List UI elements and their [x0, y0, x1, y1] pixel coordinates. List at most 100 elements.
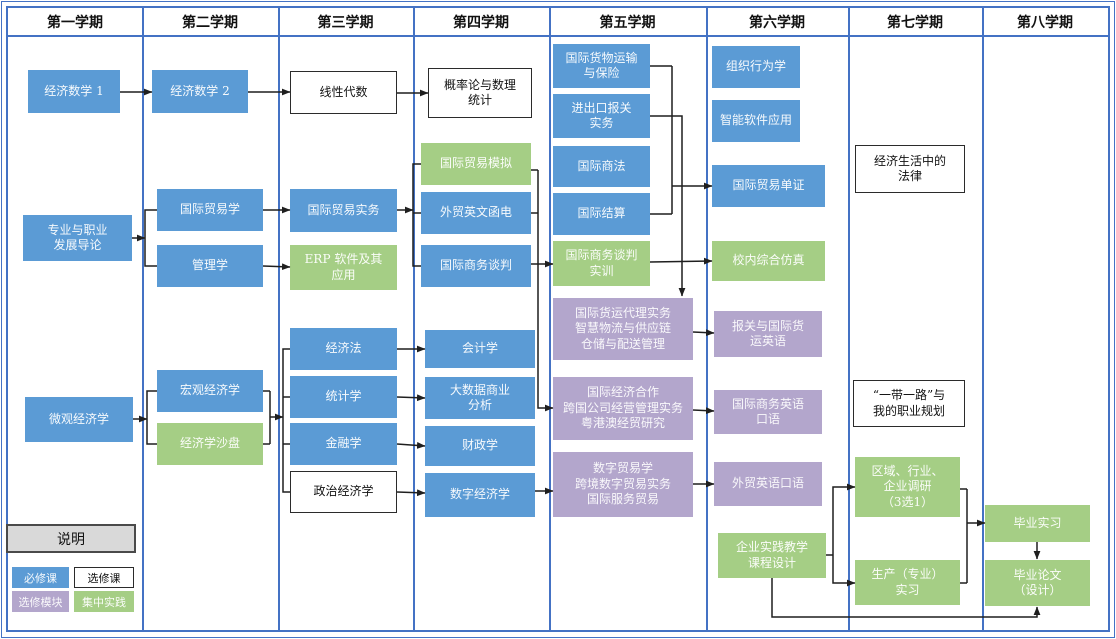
- course-label: 会计学: [461, 341, 498, 356]
- law-in-economic-life-course-box: 经济生活中的法律: [855, 145, 965, 193]
- semester-header-4: 第四学期: [453, 15, 509, 31]
- course-label: 企业调研: [883, 479, 932, 494]
- enterprise-practice-design-course-box: 企业实践教学课程设计: [718, 533, 826, 578]
- production-internship-course-box: 生产（专业）实习: [855, 560, 960, 605]
- edge-management-to-erp-software: [262, 263, 291, 271]
- course-label: 企业实践教学: [735, 540, 808, 555]
- course-label: 概率论与数理: [443, 77, 516, 92]
- course-label: 课程设计: [747, 555, 796, 570]
- course-label: 国际商务英语: [731, 396, 804, 411]
- course-label: 仓储与配送管理: [580, 336, 665, 351]
- macroeconomics-course-box: 宏观经济学: [157, 370, 263, 412]
- course-label: 生产（专业）: [871, 567, 944, 582]
- customs-freight-english-course-box: 报关与国际货运英语: [714, 311, 822, 357]
- probability-stats-course-box: 概率论与数理统计: [428, 68, 532, 118]
- intl-cargo-transport-insurance-course-box: 国际货物运输与保险: [553, 44, 650, 88]
- course-label: 微观经济学: [48, 411, 109, 426]
- course-label: 数字经济学: [449, 487, 510, 502]
- course-label: 国际贸易实务: [307, 202, 380, 217]
- legend-title: 说明: [6, 524, 136, 553]
- column-divider: [982, 8, 984, 630]
- business-english-speaking-course-box: 国际商务英语口语: [714, 390, 822, 434]
- course-label: 财政学: [461, 438, 498, 453]
- course-label: 组织行为学: [725, 59, 786, 74]
- course-label: 毕业论文: [1013, 567, 1062, 582]
- negotiation-training-course-box: 国际商务谈判实训: [553, 241, 650, 286]
- edge-negotiation-training-to-campus-simulation: [649, 257, 713, 265]
- course-label: 国际货运代理实务: [574, 305, 671, 320]
- big-data-business-analysis-course-box: 大数据商业分析: [425, 377, 535, 419]
- edge-finance-to-public-finance: [396, 442, 426, 449]
- field-research-course-box: 区域、行业、企业调研（3选1）: [855, 457, 960, 517]
- statistics-course-box: 统计学: [290, 376, 397, 418]
- course-label: 应用: [331, 267, 356, 282]
- course-label: 国际商法: [577, 158, 626, 173]
- intl-commercial-law-course-box: 国际商法: [553, 146, 650, 187]
- finance-course-box: 金融学: [290, 423, 397, 465]
- trade-english-speaking-course-box: 外贸英语口语: [714, 462, 822, 506]
- edge-statistics-to-big-data-business-analysis: [396, 394, 426, 402]
- column-divider: [142, 8, 144, 630]
- course-label: 线性代数: [319, 84, 368, 99]
- course-label: 国际结算: [577, 206, 626, 221]
- legend-item-required: 必修课: [12, 567, 69, 588]
- major-career-intro-course-box: 专业与职业发展导论: [23, 215, 132, 261]
- accounting-course-box: 会计学: [425, 330, 535, 368]
- course-label: 毕业实习: [1013, 515, 1062, 530]
- column-divider: [706, 8, 708, 630]
- edge-import-export-customs-to-freight-module: [650, 115, 686, 297]
- course-label: 跨国公司经营管理实务: [562, 400, 683, 415]
- course-label: 分析: [467, 398, 492, 412]
- edge-intl-econ-cooperation-module-to-business-english-speaking: [692, 407, 715, 415]
- course-label: 进出口报关: [571, 100, 632, 115]
- intl-settlement-course-box: 国际结算: [553, 193, 650, 235]
- course-label: 外贸英文函电: [439, 205, 512, 220]
- import-export-customs-course-box: 进出口报关实务: [553, 94, 650, 138]
- edge-political-economy-to-digital-economics: [396, 489, 426, 497]
- course-label: 跨境数字贸易实务: [574, 476, 671, 491]
- belt-road-career-planning-course-box: “一带一路”与我的职业规划: [853, 380, 965, 427]
- course-label: 国际商务谈判: [439, 258, 512, 273]
- course-label: 经济数学 2: [170, 83, 230, 98]
- course-label: 管理学: [191, 258, 228, 273]
- column-divider: [413, 8, 415, 630]
- campus-simulation-course-box: 校内综合仿真: [712, 241, 825, 281]
- course-label: 国际货物运输: [565, 50, 638, 65]
- intelligent-software-course-box: 智能软件应用: [712, 100, 800, 142]
- public-finance-course-box: 财政学: [425, 426, 535, 466]
- edge-merge-to-intl-econ-cooperation-module: [537, 170, 554, 412]
- column-divider: [278, 8, 280, 630]
- course-label: 我的职业规划: [872, 403, 945, 418]
- course-label: 实训: [589, 263, 614, 278]
- course-label: 经济法: [325, 341, 362, 356]
- econ-math-1-course-box: 经济数学 1: [28, 70, 120, 113]
- freight-module-course-box: 国际货运代理实务智慧物流与供应链仓储与配送管理: [553, 298, 693, 360]
- econ-sandbox-course-box: 经济学沙盘: [157, 423, 263, 465]
- erp-software-course-box: ERP 软件及其应用: [290, 245, 397, 290]
- course-label: 金融学: [325, 436, 362, 451]
- graduation-internship-course-box: 毕业实习: [985, 505, 1090, 542]
- course-label: 智慧物流与供应链: [574, 321, 671, 336]
- intl-trade-simulation-course-box: 国际贸易模拟: [421, 143, 531, 185]
- header-divider: [8, 35, 1108, 37]
- political-economy-course-box: 政治经济学: [290, 471, 397, 513]
- intl-econ-cooperation-module-course-box: 国际经济合作跨国公司经营管理实务粤港澳经贸研究: [553, 377, 693, 440]
- column-divider: [549, 8, 551, 630]
- course-label: 经济学沙盘: [179, 436, 240, 451]
- edge-enterprise-practice-design-to-graduation-thesis: [771, 578, 1041, 618]
- course-label: 统计: [467, 93, 492, 107]
- course-label: 国际贸易单证: [732, 178, 805, 193]
- digital-economics-course-box: 数字经济学: [425, 473, 535, 517]
- course-label: 与保险: [583, 66, 620, 80]
- edge-freight-module-to-customs-freight-english: [692, 329, 715, 337]
- course-label: 国际商务谈判: [565, 248, 638, 263]
- edge-branch-to-field-research: [832, 483, 856, 555]
- semester-header-7: 第七学期: [887, 15, 943, 31]
- course-label: 宏观经济学: [179, 383, 240, 398]
- course-label: 运英语: [749, 334, 786, 348]
- course-label: 实习: [895, 582, 920, 597]
- course-label: 实务: [589, 116, 614, 130]
- semester-header-8: 第八学期: [1017, 15, 1073, 31]
- course-label: “一带一路”与: [872, 388, 946, 403]
